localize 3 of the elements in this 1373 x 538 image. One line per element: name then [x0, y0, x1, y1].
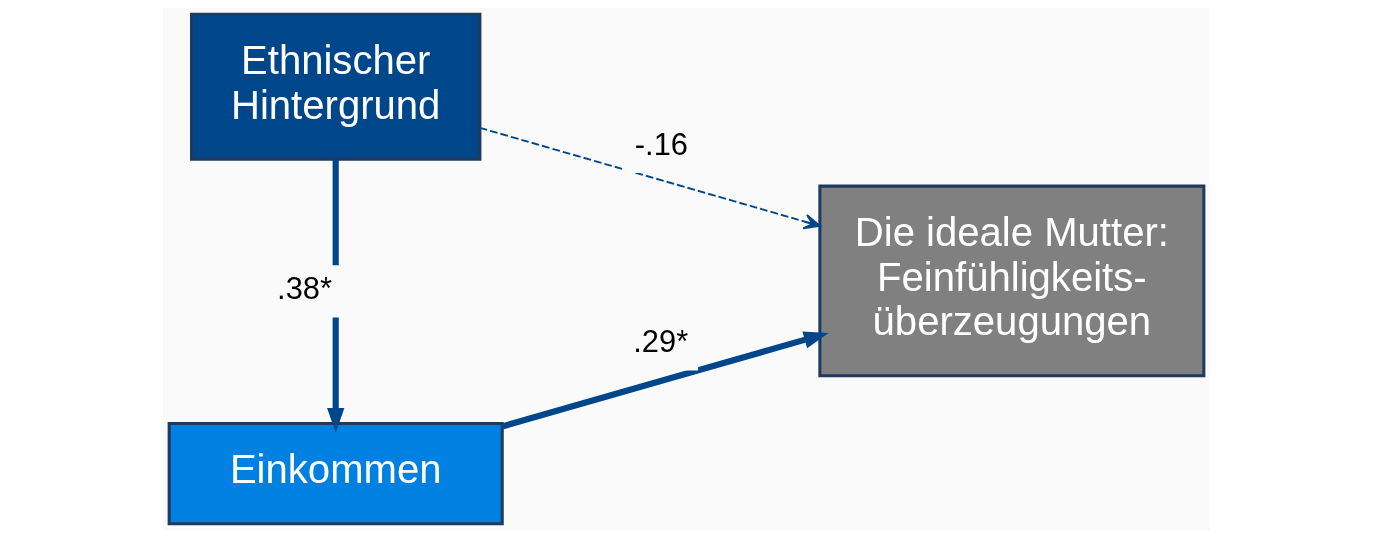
edge-label: .38* — [277, 271, 332, 307]
edge-label: .29* — [633, 323, 689, 359]
edge-label: -.16 — [634, 126, 688, 162]
